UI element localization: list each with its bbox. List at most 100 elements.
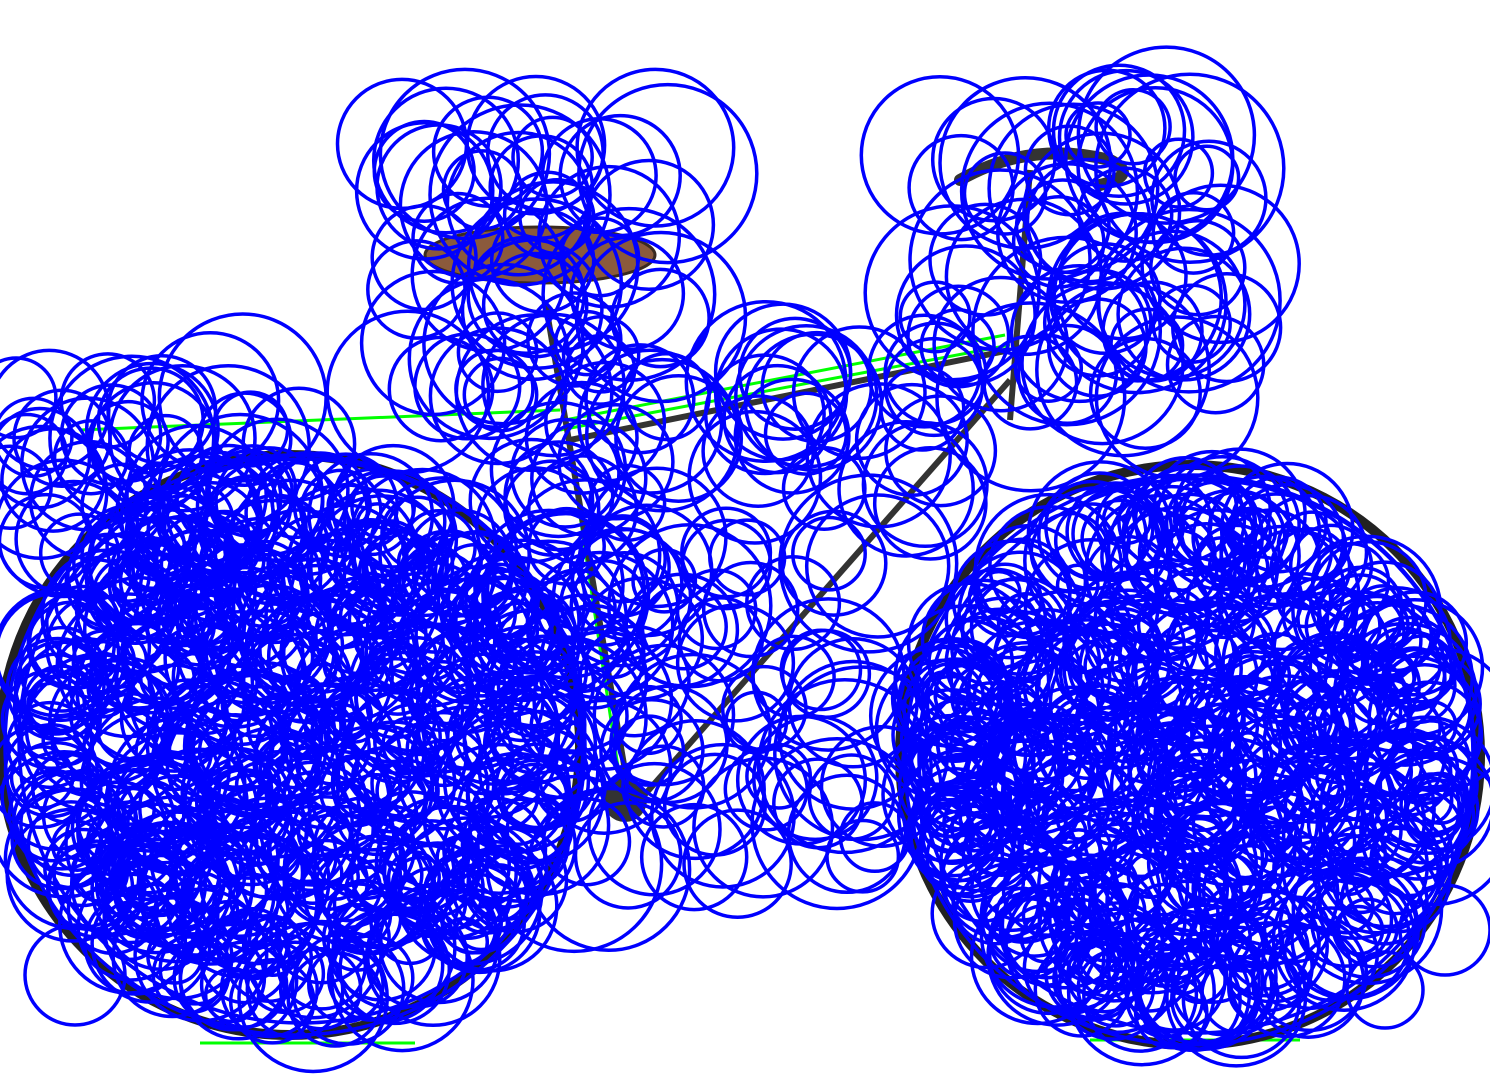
overlay-circle <box>750 736 924 911</box>
overlay-circle <box>579 503 714 638</box>
overlay-circle <box>760 330 874 444</box>
overlay-circle <box>296 662 351 717</box>
overlay-circle <box>639 802 749 912</box>
overlay-circle <box>805 382 952 529</box>
overlay-circle <box>1378 734 1479 836</box>
overlay-circle <box>1369 817 1450 898</box>
overlay-circle <box>1230 632 1322 724</box>
overlay-circle <box>544 360 667 483</box>
overlay-circle <box>0 412 69 496</box>
overlay-circle <box>9 744 75 810</box>
overlay-circle <box>1176 814 1228 866</box>
overlay-circle <box>18 625 106 713</box>
overlay-circle <box>925 812 1017 903</box>
overlay-circle <box>614 652 772 810</box>
overlay-circle <box>526 786 692 953</box>
overlay-circle <box>186 669 324 807</box>
overlay-circle <box>1125 643 1192 709</box>
overlay-circle <box>903 473 1477 1047</box>
overlay-circle <box>473 508 625 661</box>
overlay-circle <box>682 808 793 920</box>
overlay-circle <box>884 394 998 508</box>
overlay-circle <box>0 668 102 771</box>
overlay-circle <box>962 151 1048 236</box>
overlay-circle <box>502 459 601 557</box>
overlay-circle <box>558 113 682 238</box>
handlebar <box>954 147 1129 191</box>
overlay-circle <box>26 800 116 890</box>
overlay-circle <box>582 158 716 292</box>
overlay-circle <box>1229 483 1346 599</box>
overlay-circle <box>927 618 1015 706</box>
overlay-circle <box>489 208 596 314</box>
overlay-circle <box>50 667 192 809</box>
overlay-circle <box>807 753 896 841</box>
overlay-circle <box>859 74 1021 236</box>
overlay-circle <box>1133 463 1247 577</box>
overlay-circle <box>568 516 671 619</box>
overlay-circle <box>1057 68 1195 206</box>
overlay-circle <box>456 311 539 394</box>
overlay-circle <box>398 130 549 281</box>
top-tube-line-2 <box>564 333 1006 422</box>
overlay-circle <box>442 706 591 855</box>
overlay-circle <box>1116 246 1252 382</box>
overlay-circle <box>1222 833 1269 880</box>
overlay-circle <box>454 348 535 429</box>
overlay-circle <box>1296 583 1367 654</box>
overlay-circle <box>772 757 865 850</box>
overlay-circle <box>180 745 274 839</box>
overlay-circle <box>610 267 711 369</box>
overlay-circle <box>825 818 901 894</box>
overlay-circle <box>1138 948 1242 1052</box>
overlay-circle <box>1146 620 1243 718</box>
overlay-circle <box>1345 598 1485 737</box>
overlay-circle <box>891 674 1012 795</box>
overlay-circle <box>614 374 744 503</box>
overlay-circle <box>935 707 1009 780</box>
overlay-circle <box>106 354 218 466</box>
overlay-circle <box>1232 655 1356 779</box>
overlay-circle <box>1082 936 1199 1053</box>
overlay-circle <box>1339 856 1429 946</box>
overlay-circle <box>318 519 435 637</box>
overlay-circle <box>28 439 149 560</box>
overlay-circle <box>354 121 495 261</box>
overlay-circle <box>201 456 351 606</box>
overlay-circle <box>1335 732 1414 811</box>
overlay-circle <box>837 420 975 558</box>
overlay-circle <box>428 103 612 287</box>
overlay-circle <box>701 394 816 508</box>
overlay-circle <box>612 714 686 787</box>
overlay-circle <box>111 896 234 1019</box>
overlay-circle <box>1374 680 1484 790</box>
overlay-circle <box>1094 88 1172 166</box>
overlay-circle <box>787 637 919 769</box>
overlay-circle <box>1064 101 1132 169</box>
overlay-circle <box>541 796 632 887</box>
overlay-circle <box>323 684 383 744</box>
overlay-circle <box>1288 523 1374 608</box>
overlay-circle <box>1023 124 1116 217</box>
circle-overlay <box>0 45 1490 1074</box>
overlay-circle <box>171 801 259 889</box>
overlay-circle <box>1053 502 1131 580</box>
overlay-circle <box>326 934 415 1022</box>
overlay-circle <box>356 762 427 834</box>
overlay-circle <box>76 872 186 982</box>
overlay-circle <box>135 494 230 589</box>
overlay-circle <box>511 115 594 199</box>
overlay-circle <box>1064 73 1235 244</box>
overlay-circle <box>1399 772 1465 838</box>
overlay-circle <box>411 191 505 286</box>
overlay-circle <box>1052 939 1133 1020</box>
overlay-circle <box>1066 917 1216 1067</box>
overlay-circle <box>649 742 796 889</box>
overlay-circle <box>1323 602 1474 754</box>
overlay-circle <box>246 692 319 764</box>
overlay-circle <box>1118 598 1237 717</box>
overlay-circle <box>1267 743 1342 819</box>
overlay-circle <box>20 396 156 532</box>
overlay-circle <box>1152 769 1286 903</box>
